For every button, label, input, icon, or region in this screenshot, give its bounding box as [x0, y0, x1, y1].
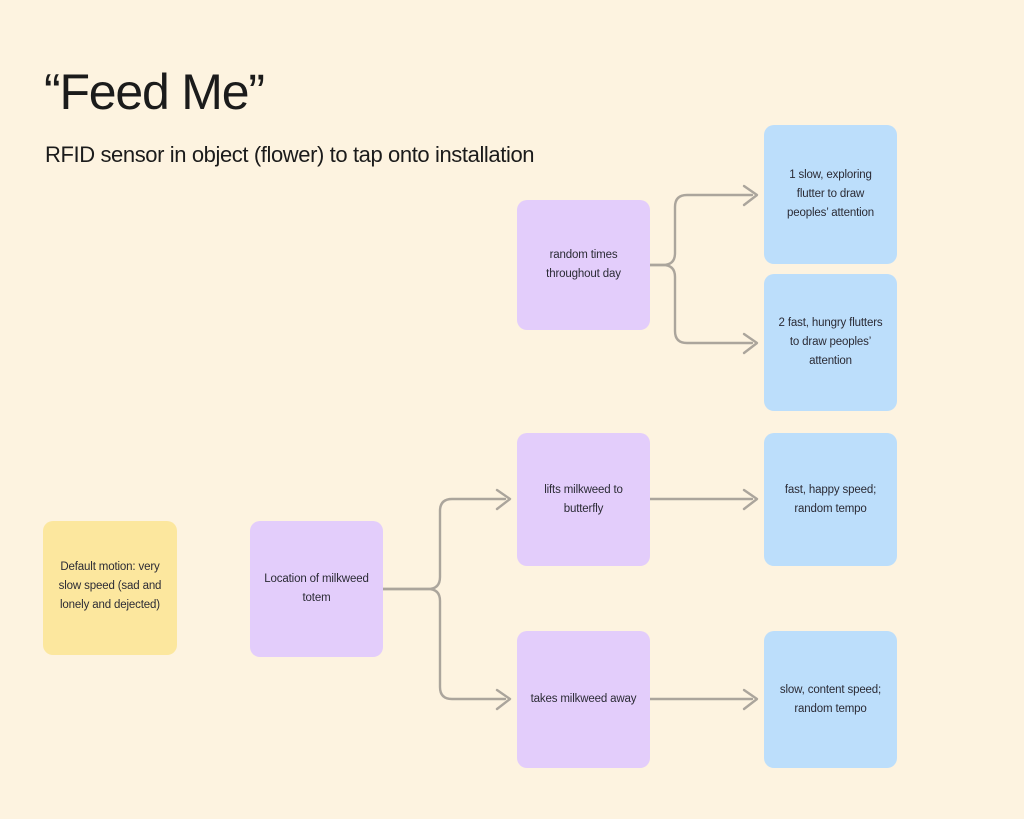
node-fast-happy-label: fast, happy speed; random tempo [784, 483, 877, 515]
node-fast-flutter[interactable]: 2 fast, hungry flutters to draw peoples’… [764, 274, 897, 411]
connector-random-times-to-flutters [648, 184, 759, 355]
node-slow-flutter-label: 1 slow, exploring flutter to draw people… [786, 169, 875, 219]
node-takes-milkweed[interactable]: takes milkweed away [517, 631, 650, 768]
node-slow-content[interactable]: slow, content speed; random tempo [764, 631, 897, 768]
connector-lifts-milkweed-to-fast-happy [648, 488, 759, 511]
node-milkweed-location[interactable]: Location of milkweed totem [250, 521, 383, 657]
node-fast-happy[interactable]: fast, happy speed; random tempo [764, 433, 897, 566]
node-takes-milkweed-label: takes milkweed away [530, 693, 637, 705]
node-random-times-label: random times throughout day [546, 249, 621, 280]
page-title: “Feed Me” [44, 64, 265, 120]
node-lifts-milkweed[interactable]: lifts milkweed to butterfly [517, 433, 650, 566]
node-slow-flutter[interactable]: 1 slow, exploring flutter to draw people… [764, 125, 897, 264]
node-lifts-milkweed-label: lifts milkweed to butterfly [544, 483, 623, 515]
node-fast-flutter-label: 2 fast, hungry flutters to draw peoples’… [778, 317, 883, 367]
node-default-motion[interactable]: Default motion: very slow speed (sad and… [43, 521, 177, 655]
node-milkweed-location-label: Location of milkweed totem [264, 573, 369, 604]
connector-milkweed-location-to-actions [381, 488, 512, 711]
page-subtitle: RFID sensor in object (flower) to tap on… [45, 142, 535, 167]
connector-takes-milkweed-to-slow-content [648, 688, 759, 711]
node-random-times[interactable]: random times throughout day [517, 200, 650, 330]
node-default-motion-label: Default motion: very slow speed (sad and… [58, 560, 162, 611]
node-slow-content-label: slow, content speed; random tempo [779, 683, 882, 715]
